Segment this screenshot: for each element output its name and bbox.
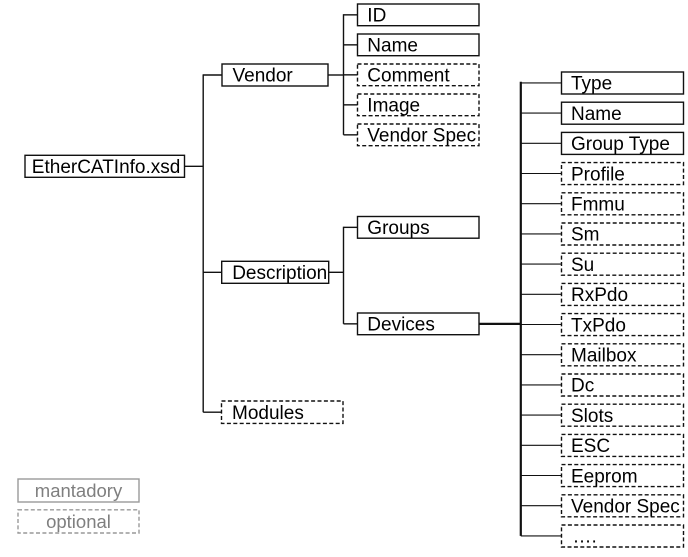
svg-text:Image: Image [367,96,420,117]
svg-text:optional: optional [46,511,111,532]
svg-text:Group Type: Group Type [571,134,670,155]
svg-text:Comment: Comment [367,66,450,87]
svg-text:Dc: Dc [571,376,594,397]
svg-text:Name: Name [571,104,622,125]
svg-text:Modules: Modules [232,403,304,424]
svg-text:Type: Type [571,74,612,95]
svg-text:Description: Description [232,263,327,284]
svg-text:EtherCATInfo.xsd: EtherCATInfo.xsd [32,157,181,178]
svg-text:Devices: Devices [367,315,435,336]
svg-text:….: …. [573,527,597,548]
svg-text:ESC: ESC [571,436,610,457]
svg-text:Vendor Spec: Vendor Spec [571,497,680,518]
svg-text:Mailbox: Mailbox [571,346,637,367]
svg-text:Vendor Spec: Vendor Spec [367,126,476,147]
svg-text:mantadory: mantadory [35,480,123,501]
svg-text:TxPdo: TxPdo [571,315,626,336]
svg-text:Profile: Profile [571,164,625,185]
svg-text:Name: Name [367,36,418,57]
svg-text:RxPdo: RxPdo [571,285,628,306]
svg-text:Slots: Slots [571,406,613,427]
svg-text:Groups: Groups [367,218,429,239]
svg-text:Su: Su [571,255,594,276]
svg-text:ID: ID [367,6,386,27]
svg-text:Sm: Sm [571,225,600,246]
svg-text:Vendor: Vendor [233,66,294,87]
svg-text:Fmmu: Fmmu [571,195,625,216]
svg-text:Eeprom: Eeprom [571,466,638,487]
